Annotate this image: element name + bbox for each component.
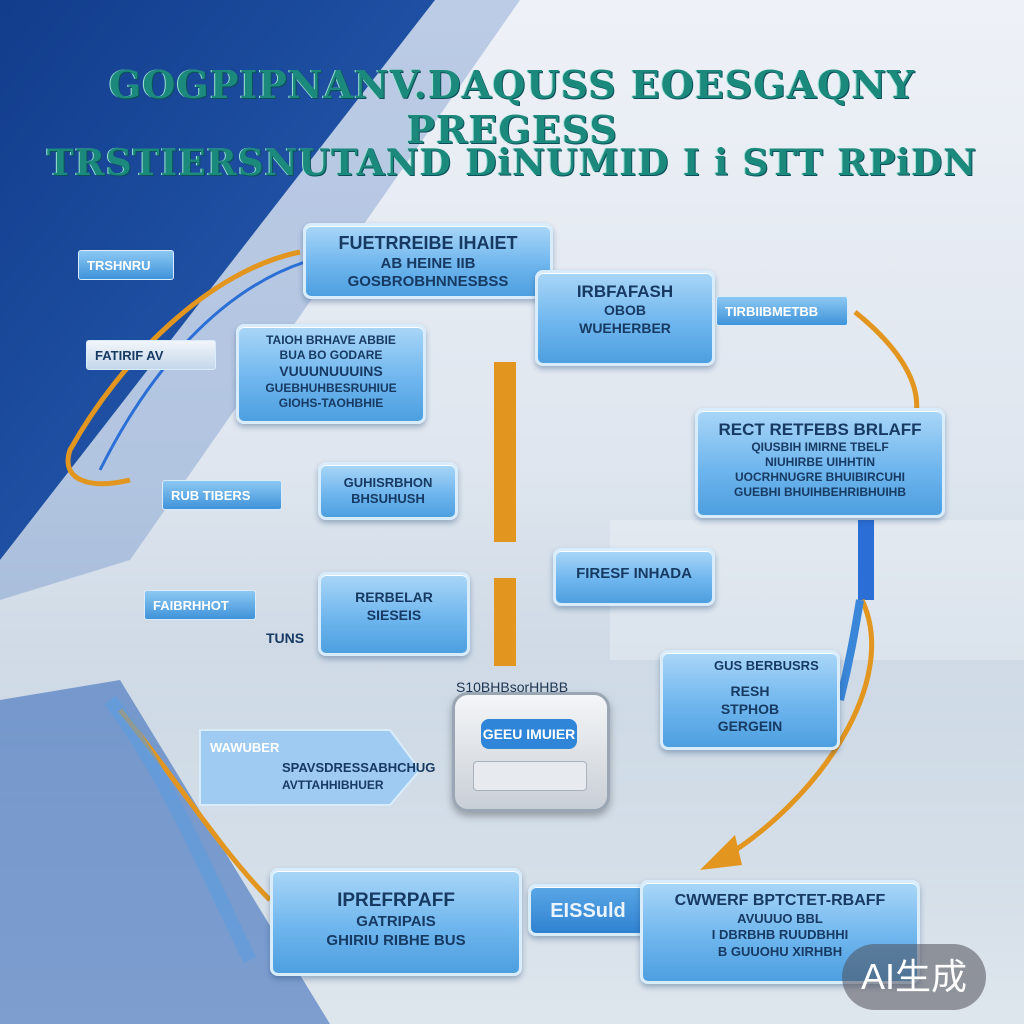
- node-left-upper-line-4: GUEBHUHBESRUHIUE: [265, 380, 397, 395]
- node-top-center-line-1: FUETRREIBE IHAIET: [338, 233, 518, 253]
- node-left-upper: TAIOH BRHAVE ABBIE BUA BO GODARE VUUUNUU…: [236, 324, 426, 424]
- node-bottom-mid-line-1: SPAVSDRESSABHCHUG: [282, 760, 436, 775]
- tag-right-top: TIRBIIBMETBB: [716, 296, 848, 326]
- tag-bottom-arrow: WAWUBER: [210, 740, 280, 755]
- node-top-right-line-1: IRBFAFASH: [576, 282, 674, 301]
- node-left-upper-line-3: VUUUNUUUINS: [279, 363, 383, 379]
- node-top-right: IRBFAFASH OBOB WUEHERBER: [535, 270, 715, 366]
- node-center-left-low-line-2: SIESEIS: [366, 606, 422, 623]
- node-center-right-low-line-1: FIRESF INHADA: [576, 565, 692, 582]
- device-keys: [473, 761, 587, 791]
- node-right-mid-line-4: UOCRHNUGRE BHUIBIRCUHI: [735, 470, 905, 485]
- node-center-left-low-line-1: RERBELAR: [355, 589, 433, 605]
- node-bottom-right-line-4: B GUUOHU XIRHBH: [717, 943, 843, 959]
- title-line-1: GOGPIPNANV.DAQUSS EOESGAQNY PREGESS: [108, 62, 916, 152]
- node-bottom-right-line-3: I DBRBHB RUUDBHHI: [711, 927, 849, 943]
- node-bottom-left-line-3: GHIRIU RIBHE BUS: [326, 931, 466, 949]
- node-bottom-right-line-2: AVUUUO BBL: [737, 911, 823, 926]
- title-line-2: TRSTIERSNUTAND DiNUMID I i STT RPiDN: [46, 142, 978, 184]
- node-center-left-mid-line-2: BHSUHUSH: [351, 491, 425, 507]
- node-bottom-left-line-2: GATRIPAIS: [356, 912, 436, 930]
- right-blue-arrow: [836, 599, 864, 701]
- node-center-left-mid-line-1: GUHISRBHON: [343, 475, 433, 490]
- tag-left-top: TRSHNRU: [78, 250, 174, 280]
- node-bottom-left-line-1: IPREFRPAFF: [337, 890, 455, 911]
- node-right-mid: RECT RETFEBS BRLAFF QIUSBIH IMIRNE TBELF…: [695, 408, 945, 518]
- node-top-right-line-2: OBOB: [604, 302, 646, 319]
- node-bottom-mid-line-2: AVTTAHHIBHUER: [282, 778, 384, 792]
- node-left-upper-line-5: GIOHS-TAOHBHIE: [278, 395, 384, 410]
- node-bottom-left: IPREFRPAFF GATRIPAIS GHIRIU RIBHE BUS: [270, 868, 522, 976]
- right-orange-curve: [853, 310, 920, 421]
- node-bottom-right-head-line-1: EISSuld: [550, 900, 626, 922]
- center-orange-bar-low: [494, 578, 516, 666]
- tag-tuns: TUNS: [266, 630, 305, 646]
- device-caption: S10BHBsorHHBB: [456, 679, 569, 695]
- node-right-mid-line-2: QIUSBIH IMIRNE TBELF: [751, 440, 889, 455]
- center-orange-bar-top: [494, 362, 516, 542]
- tag-left-mid: RUB TIBERS: [162, 480, 282, 510]
- device-screen: GEEU IMUIER: [481, 719, 577, 749]
- node-right-low-line-2: STPHOB: [720, 700, 780, 717]
- node-left-upper-line-1: TAIOH BRHAVE ABBIE: [266, 333, 396, 347]
- node-right-low: RESH STPHOB GERGEIN: [660, 650, 840, 750]
- tag-left-low: FAIBRHHOT: [144, 590, 256, 620]
- node-right-low-line-1: RESH: [730, 683, 770, 699]
- node-bottom-right-line-1: CWWERF BPTCTET-RBAFF: [674, 892, 886, 909]
- node-right-low-line-3: GERGEIN: [717, 718, 783, 734]
- right-blue-bar: [858, 520, 874, 600]
- node-bottom-right-head: EISSuld: [528, 884, 648, 936]
- tag-left-fatir: FATIRIF AV: [86, 340, 216, 370]
- left-orange-curve: [65, 249, 301, 487]
- right-lower-curve: [718, 598, 875, 863]
- right-lower-arrowhead: [700, 835, 742, 870]
- node-top-center: FUETRREIBE IHAIET AB HEINE IIB GOSBROBHN…: [303, 223, 553, 299]
- node-right-mid-line-3: NIUHIRBE UIHHTIN: [765, 455, 875, 470]
- node-right-mid-line-5: GUEBHI BHUIHBEHRIBHUIHB: [733, 485, 906, 500]
- node-top-center-line-2: AB HEINE IIB: [380, 254, 476, 272]
- ai-generated-badge: AI生成: [842, 944, 986, 1010]
- node-center-left-mid: GUHISRBHON BHSUHUSH: [318, 462, 458, 520]
- bottom-left-band: [104, 695, 257, 964]
- node-center-left-low: RERBELAR SIESEIS: [318, 572, 470, 656]
- node-center-right-low: FIRESF INHADA: [553, 548, 715, 606]
- node-right-mid-line-1: RECT RETFEBS BRLAFF: [718, 420, 922, 439]
- node-left-upper-line-2: BUA BO GODARE: [279, 348, 383, 362]
- node-top-center-line-3: GOSBROBHNNESBSS: [347, 273, 509, 291]
- tag-right-plus: GUS BERBUSRS: [714, 658, 819, 673]
- left-blue-curve: [98, 260, 306, 471]
- node-top-right-line-3: WUEHERBER: [579, 319, 671, 336]
- device-illustration: GEEU IMUIER: [452, 692, 610, 812]
- bottom-arrow-shape: [199, 729, 422, 806]
